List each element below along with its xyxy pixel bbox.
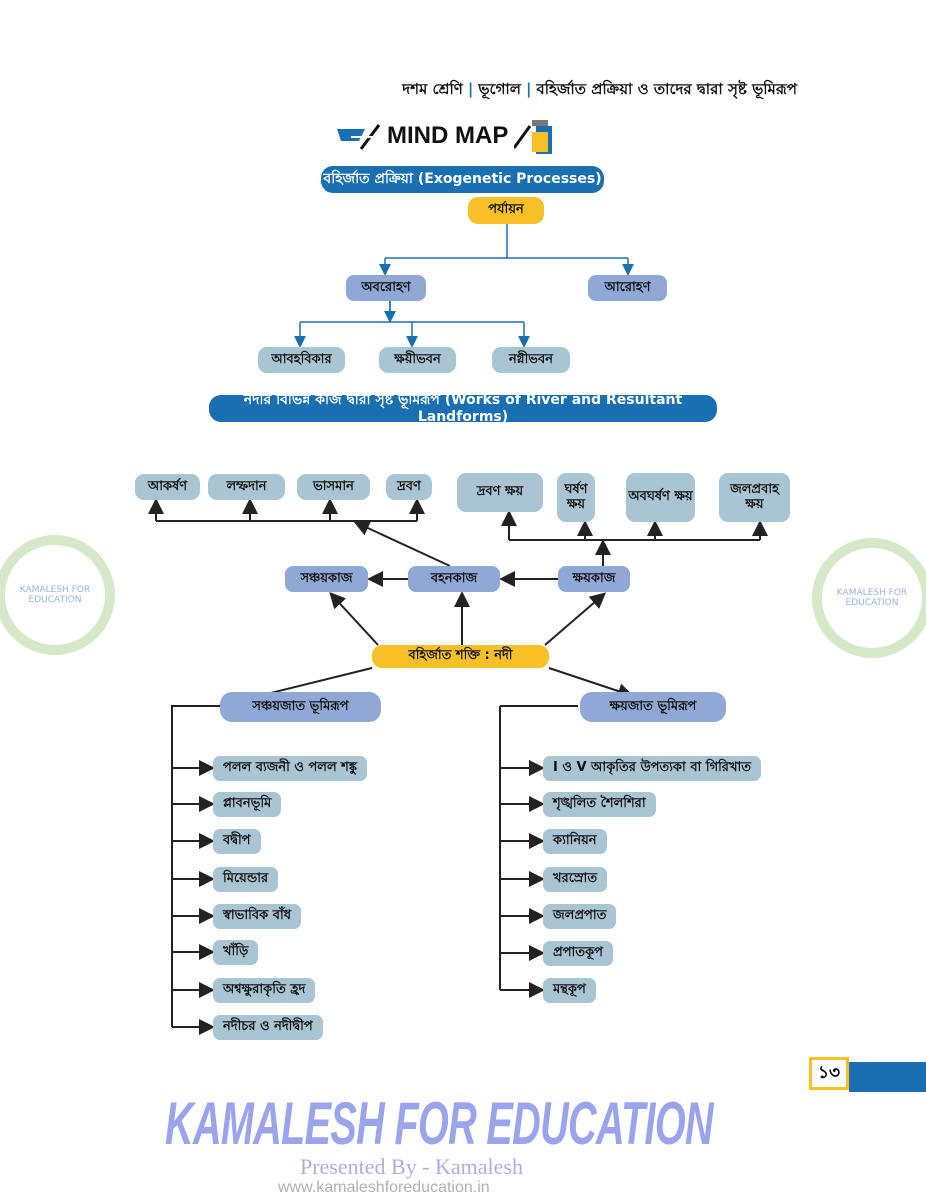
abrasion-node: ঘর্ষণ ক্ষয় [557, 473, 595, 522]
corrosion-node: দ্রবণ ক্ষয় [457, 473, 543, 512]
list-item: অশ্বক্ষুরাকৃতি হ্রদ [213, 978, 316, 1003]
erosion-node: ক্ষয়ীভবন [379, 347, 456, 373]
list-item: খরস্রোত [543, 867, 608, 892]
erosional-landforms-heading: ক্ষয়জাত ভূমিরূপ [580, 692, 726, 722]
logo-text: KAMALESH FOR EDUCATION [836, 588, 908, 608]
attrition-node: অবঘর্ষণ ক্ষয় [626, 473, 695, 522]
list-item: পলল ব্যজনী ও পলল শঙ্কু [213, 756, 368, 781]
list-item: শৃঙ্খলিত শৈলশিরা [543, 792, 656, 817]
gradation-node: পর্যায়ন [468, 197, 544, 224]
degradation-node: অবরোহণ [346, 275, 426, 301]
depositional-landforms-heading: সঞ্চয়জাত ভূমিরূপ [220, 692, 381, 722]
header-subject: ভূগোল [478, 80, 521, 98]
header-class: দশম শ্রেণি [402, 80, 463, 98]
list-item: জলপ্রপাত [543, 904, 617, 929]
saltation-node: লম্ফদান [208, 474, 285, 500]
watermark-logo-right: KAMALESH FOR EDUCATION [812, 538, 926, 658]
watermark-presented: Presented By - Kamalesh [300, 1154, 523, 1179]
running-header: দশম শ্রেণি|ভূগোল|বহির্জাত প্রক্রিয়া ও ত… [402, 80, 797, 98]
aggradation-node: আরোহণ [588, 275, 667, 301]
mind-map-heading: MIND MAP [337, 118, 554, 154]
list-item: মন্থকূপ [543, 978, 596, 1003]
traction-node: আকর্ষণ [135, 474, 200, 500]
river-force-node: বহির্জাত শক্তি : নদী [372, 645, 549, 668]
erosion-work-node: ক্ষয়কাজ [558, 566, 630, 592]
list-item: খাঁড়ি [213, 940, 259, 965]
transportation-node: বহনকাজ [408, 566, 500, 592]
list-item: নদীচর ও নদীদ্বীপ [213, 1015, 323, 1040]
list-item: প্রপাতকূপ [543, 941, 613, 966]
list-item: ক্যানিয়ন [543, 829, 607, 854]
suspension-node: ভাসমান [297, 474, 370, 500]
weathering-node: আবহবিকার [258, 347, 345, 373]
list-item: স্বাভাবিক বাঁধ [213, 904, 302, 929]
watermark-url: www.kamaleshforeducation.in [278, 1179, 490, 1196]
list-item: প্লাবনভূমি [213, 792, 282, 817]
list-item: মিয়েন্ডার [213, 867, 279, 892]
river-works-banner: নদীর বিভিন্ন কাজ দ্বারা সৃষ্ট ভূমিরূপ (W… [209, 392, 717, 425]
folder-logo-icon [514, 120, 553, 154]
page-footer-bar [849, 1062, 926, 1092]
solution-node: দ্রবণ [386, 474, 432, 500]
logo-text: KAMALESH FOR EDUCATION [19, 585, 91, 605]
list-item: বদ্বীপ [213, 829, 261, 854]
denudation-node: নগ্নীভবন [492, 347, 570, 373]
hydraulic-action-node: জলপ্রবাহ ক্ষয় [719, 473, 790, 522]
deposition-node: সঞ্চয়কাজ [285, 566, 368, 592]
exogenetic-banner: বহির্জাত প্রক্রিয়া (Exogenetic Processe… [321, 166, 604, 193]
watermark-text: KAMALESH FOR EDUCATION [165, 1090, 714, 1157]
header-chapter: বহির্জাত প্রক্রিয়া ও তাদের দ্বারা সৃষ্ট… [536, 80, 797, 98]
mind-map-title: MIND MAP [387, 122, 509, 149]
arrow-logo-icon [337, 124, 381, 150]
list-item: I ও V আকৃতির উপত্যকা বা গিরিখাত [543, 756, 762, 781]
watermark-logo-left: KAMALESH FOR EDUCATION [0, 535, 115, 655]
page-number: ১৩ [809, 1057, 849, 1090]
